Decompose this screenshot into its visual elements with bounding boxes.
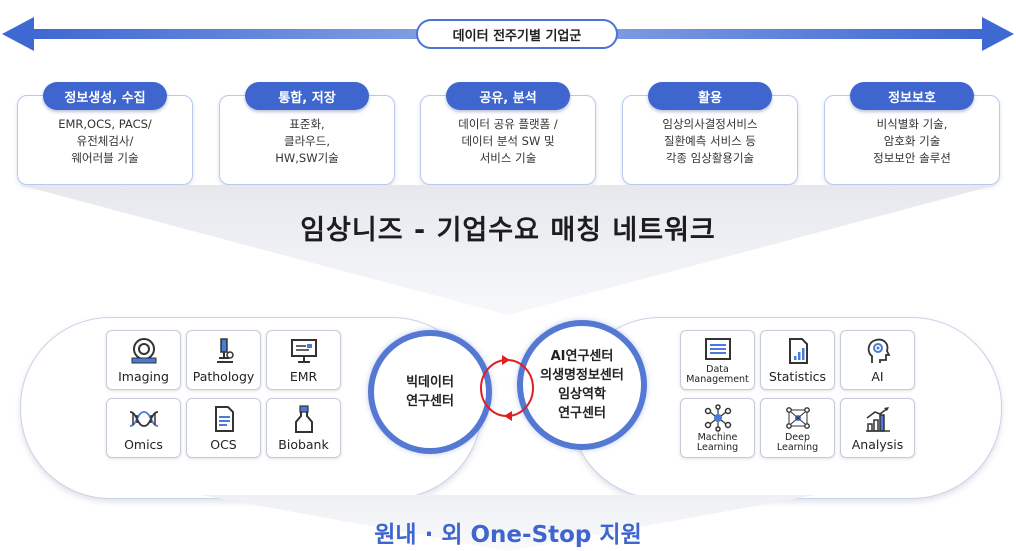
card-biobank: Biobank <box>266 398 341 458</box>
category-box-collection: EMR,OCS, PACS/ 유전체검사/ 웨어러블 기술 <box>17 95 193 185</box>
cycle-arrows-icon <box>480 355 534 421</box>
document-icon <box>214 406 234 432</box>
category-title: 정보생성, 수집 <box>43 82 167 110</box>
category-desc: 비식별화 기술, 암호화 기술 정보보안 솔루션 <box>873 117 951 165</box>
mri-scanner-icon <box>131 338 156 364</box>
card-label: Omics <box>124 437 163 452</box>
bottom-title: 원내 · 외 One-Stop 지원 <box>374 522 642 548</box>
main-title: 임상니즈 - 기업수요 매칭 네트워크 <box>300 215 716 246</box>
card-ocs: OCS <box>186 398 261 458</box>
growth-chart-icon <box>865 407 890 432</box>
card-label: Statistics <box>768 369 827 384</box>
dna-icon <box>129 411 158 427</box>
bottom-arrow-background <box>200 495 816 551</box>
card-label: Biobank <box>278 437 329 452</box>
card-data-management: Data Management <box>680 330 755 390</box>
data-folder-icon <box>704 338 731 360</box>
bigdata-center-circle: 빅데이터 연구센터 <box>368 330 492 454</box>
card-label: EMR <box>289 369 318 384</box>
card-label: Imaging <box>118 369 169 384</box>
bar-report-icon <box>788 338 808 364</box>
network-icon <box>704 404 731 432</box>
funnel-background <box>20 185 996 315</box>
card-label: Analysis <box>851 437 904 452</box>
category-desc: 표준화, 클라우드, HW,SW기술 <box>275 117 339 165</box>
card-label: Deep Learning <box>776 432 819 453</box>
category-title: 정보보호 <box>850 82 974 110</box>
category-title: 공유, 분석 <box>446 82 570 110</box>
microscope-icon <box>216 338 234 363</box>
card-emr: EMR <box>266 330 341 390</box>
category-box-utilization: 임상의사결정서비스 질환예측 서비스 등 각종 임상활용기술 <box>622 95 798 185</box>
card-machine-learning: Machine Learning <box>680 398 755 458</box>
category-box-analysis: 데이터 공유 플랫폼 / 데이터 분석 SW 및 서비스 기술 <box>420 95 596 185</box>
lifecycle-label: 데이터 전주기별 기업군 <box>416 19 618 49</box>
sample-bottle-icon <box>294 405 313 433</box>
card-ai: AI <box>840 330 915 390</box>
card-label: OCS <box>210 437 237 452</box>
ai-head-icon <box>867 338 890 363</box>
category-box-protection: 비식별화 기술, 암호화 기술 정보보안 솔루션 <box>824 95 1000 185</box>
research-centers-circle: AI연구센터 의생명정보센터 임상역학 연구센터 <box>517 320 647 450</box>
card-omics: Omics <box>106 398 181 458</box>
monitor-icon <box>290 339 317 363</box>
card-label: Pathology <box>192 369 255 384</box>
category-box-integration: 표준화, 클라우드, HW,SW기술 <box>219 95 395 185</box>
deep-network-icon <box>785 407 810 429</box>
category-title: 통합, 저장 <box>245 82 369 110</box>
card-imaging: Imaging <box>106 330 181 390</box>
card-label: Data Management <box>686 364 749 385</box>
category-desc: 임상의사결정서비스 질환예측 서비스 등 각종 임상활용기술 <box>662 117 758 165</box>
category-desc: 데이터 공유 플랫폼 / 데이터 분석 SW 및 서비스 기술 <box>458 117 558 165</box>
card-label: AI <box>871 369 884 384</box>
category-title: 활용 <box>648 82 772 110</box>
card-deep-learning: Deep Learning <box>760 398 835 458</box>
card-analysis: Analysis <box>840 398 915 458</box>
card-pathology: Pathology <box>186 330 261 390</box>
card-label: Machine Learning <box>696 432 739 453</box>
card-statistics: Statistics <box>760 330 835 390</box>
category-desc: EMR,OCS, PACS/ 유전체검사/ 웨어러블 기술 <box>58 117 152 165</box>
